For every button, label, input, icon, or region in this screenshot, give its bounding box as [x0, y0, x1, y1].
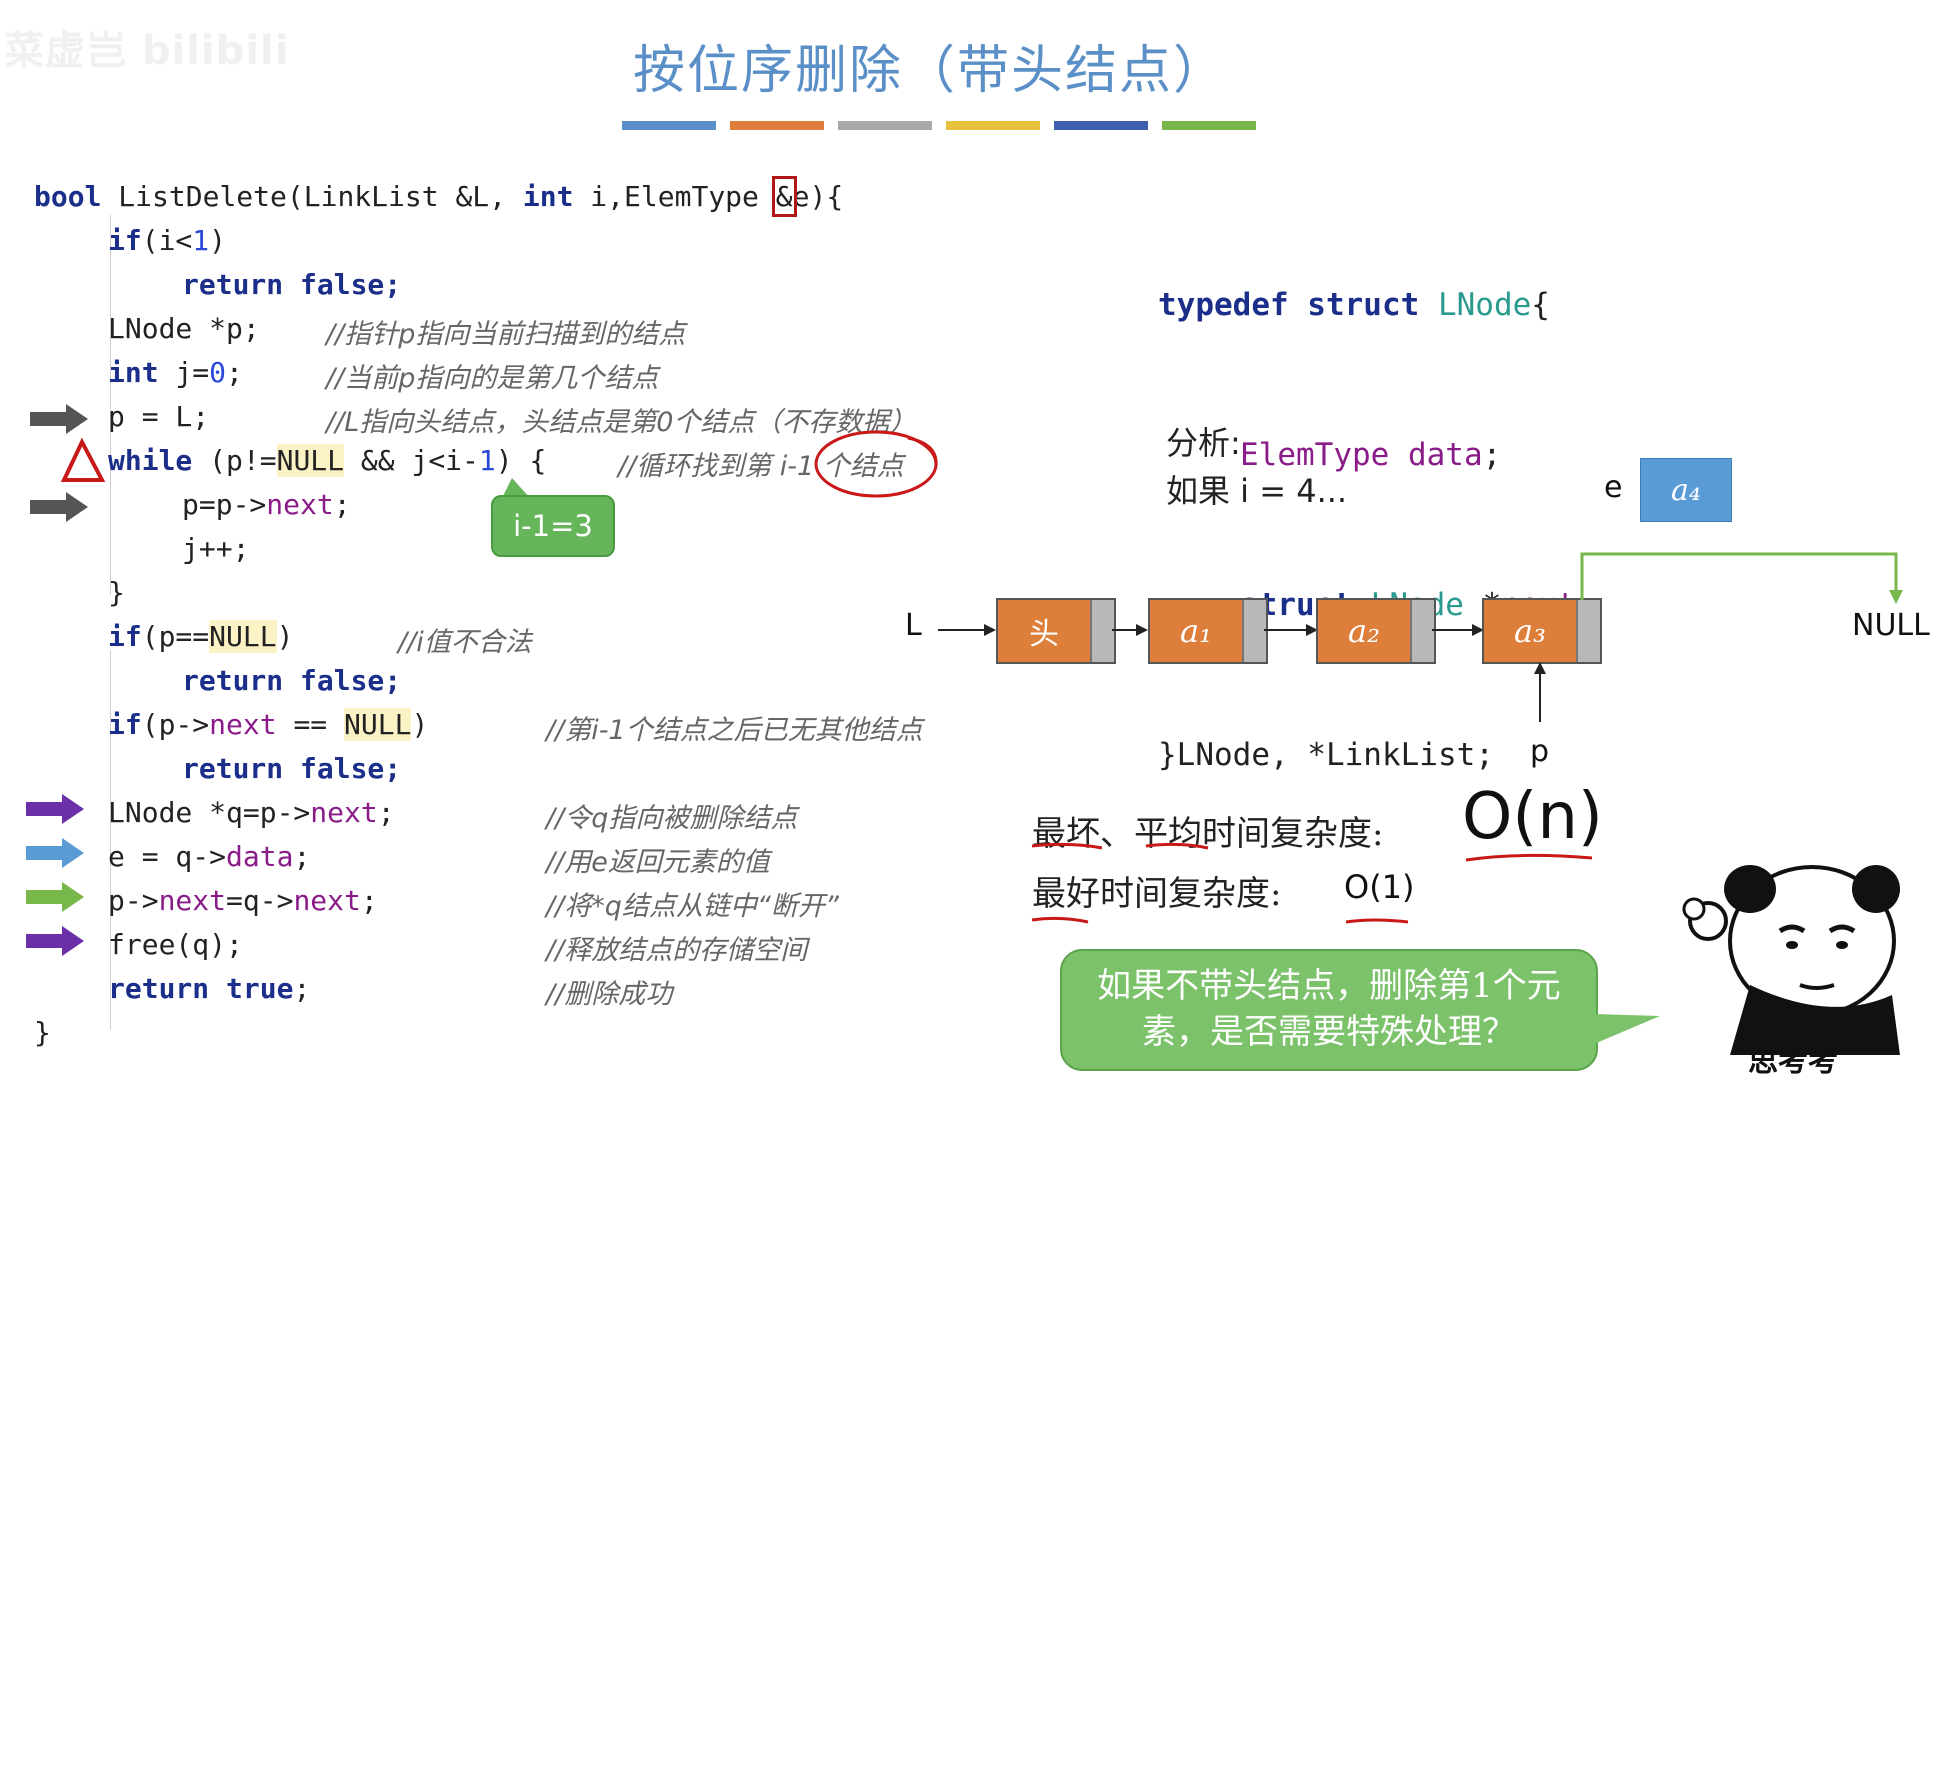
code-line-6: p = L;	[108, 400, 210, 433]
next-field	[1410, 600, 1434, 662]
head-node-data: 头	[998, 600, 1090, 662]
code-line-19: return true;	[108, 972, 311, 1005]
p-label: p	[1530, 734, 1550, 769]
code-line-2: if(i<1)	[108, 224, 227, 257]
node-a2: a₂	[1316, 598, 1436, 664]
blue-arrow-icon	[26, 838, 84, 868]
arrow-right-icon	[1112, 624, 1148, 636]
gray-arrow-icon	[30, 492, 88, 522]
comment-15: //令q指向被删除结点	[546, 803, 798, 834]
e-label: e	[1604, 470, 1623, 505]
comment-19: //删除成功	[546, 979, 673, 1010]
comment-16: //用e返回元素的值	[546, 847, 770, 878]
comment-13: //第i-1个结点之后已无其他结点	[546, 715, 923, 746]
code-line-18: free(q);	[108, 928, 243, 961]
question-bubble: 如果不带头结点，删除第1个元素，是否需要特殊处理？	[1060, 949, 1598, 1071]
arrow-up-icon	[1534, 662, 1546, 722]
red-circle-annotation-icon	[814, 430, 938, 498]
node-a1-data: a₁	[1150, 600, 1242, 662]
meme-caption: 思考考	[1748, 1044, 1838, 1079]
struct-line-4: }LNode, *LinkList;	[1158, 737, 1494, 773]
best-complexity-label: 最好时间复杂度:	[1032, 874, 1282, 914]
callout-i-minus-1: i-1=3	[491, 495, 615, 557]
analysis-label: 分析:	[1166, 424, 1241, 462]
analysis-case: 如果 i = 4...	[1166, 472, 1348, 510]
slide-title: 按位序删除（带头结点）	[632, 41, 1227, 101]
purple-arrow-icon	[26, 794, 84, 824]
next-field	[1090, 600, 1114, 662]
green-arrow-icon	[26, 882, 84, 912]
highlighted-ampersand: &	[771, 176, 797, 217]
red-underline-annotations-icon	[1031, 842, 1593, 924]
color-bar	[1162, 121, 1256, 130]
code-line-12: return false;	[182, 664, 402, 697]
gray-arrow-icon	[30, 404, 88, 434]
deleted-element-a4: a₄	[1640, 458, 1732, 522]
code-line-9: j++;	[182, 532, 250, 565]
indent-guide	[110, 650, 111, 1030]
code-line-11: if(p==NULL)	[108, 620, 294, 653]
bubble-tail-icon	[1594, 1014, 1660, 1044]
code-line-7: while (p!=NULL && j<i-1) {	[108, 444, 547, 477]
watermark: 菜虚岂 bilibili	[4, 28, 290, 74]
next-field	[1576, 600, 1600, 662]
code-line-20: }	[34, 1016, 51, 1049]
arrow-right-icon	[938, 624, 996, 636]
node-a3: a₃	[1482, 598, 1602, 664]
code-line-1: bool ListDelete(LinkList &L, int i,ElemT…	[34, 176, 844, 217]
indent-guide	[110, 215, 111, 595]
color-bar	[622, 121, 716, 130]
comment-5: //当前p指向的是第几个结点	[326, 363, 659, 394]
comment-18: //释放结点的存储空间	[546, 935, 808, 966]
color-bar	[1054, 121, 1148, 130]
code-block: bool ListDelete(LinkList &L, int i,ElemT…	[34, 176, 923, 1049]
code-line-14: return false;	[182, 752, 402, 785]
worst-avg-complexity-value: O(n)	[1462, 780, 1603, 854]
code-line-3: return false;	[182, 268, 402, 301]
struct-definition: typedef struct LNode{ ElemType data; str…	[1158, 180, 1595, 830]
code-line-8: p=p->next;	[182, 488, 351, 521]
struct-line-1: typedef struct LNode{	[1158, 287, 1550, 323]
color-bar	[946, 121, 1040, 130]
next-field	[1242, 600, 1266, 662]
struct-line-2: ElemType data;	[1240, 437, 1502, 473]
code-line-5: int j=0;	[108, 356, 243, 389]
code-line-17: p->next=q->next;	[108, 884, 378, 917]
red-triangle-annotation-icon	[60, 438, 106, 482]
color-bar	[838, 121, 932, 130]
null-label: NULL	[1852, 608, 1930, 643]
comment-4: //指针p指向当前扫描到的结点	[326, 319, 686, 350]
comment-17: //将*q结点从链中“断开”	[546, 891, 839, 922]
code-line-10: }	[108, 576, 125, 609]
purple-arrow-icon	[26, 926, 84, 956]
best-complexity-value: O(1)	[1344, 868, 1415, 906]
comment-11: //i值不合法	[398, 627, 532, 658]
code-line-15: LNode *q=p->next;	[108, 796, 395, 829]
code-line-4: LNode *p;	[108, 312, 260, 345]
node-a3-data: a₃	[1484, 600, 1576, 662]
arrow-right-icon	[1432, 624, 1484, 636]
code-line-16: e = q->data;	[108, 840, 311, 873]
callout-pointer-icon	[502, 478, 530, 498]
head-node: 头	[996, 598, 1116, 664]
node-a2-data: a₂	[1318, 600, 1410, 662]
list-pointer-L: L	[905, 608, 922, 643]
code-line-13: if(p->next == NULL)	[108, 708, 429, 741]
arrow-right-icon	[1264, 624, 1318, 636]
color-bar	[730, 121, 824, 130]
title-color-bars	[622, 121, 1256, 130]
node-a1: a₁	[1148, 598, 1268, 664]
green-link-to-null-icon	[1580, 552, 1903, 604]
panda-thinking-meme-icon	[1682, 865, 1900, 1055]
